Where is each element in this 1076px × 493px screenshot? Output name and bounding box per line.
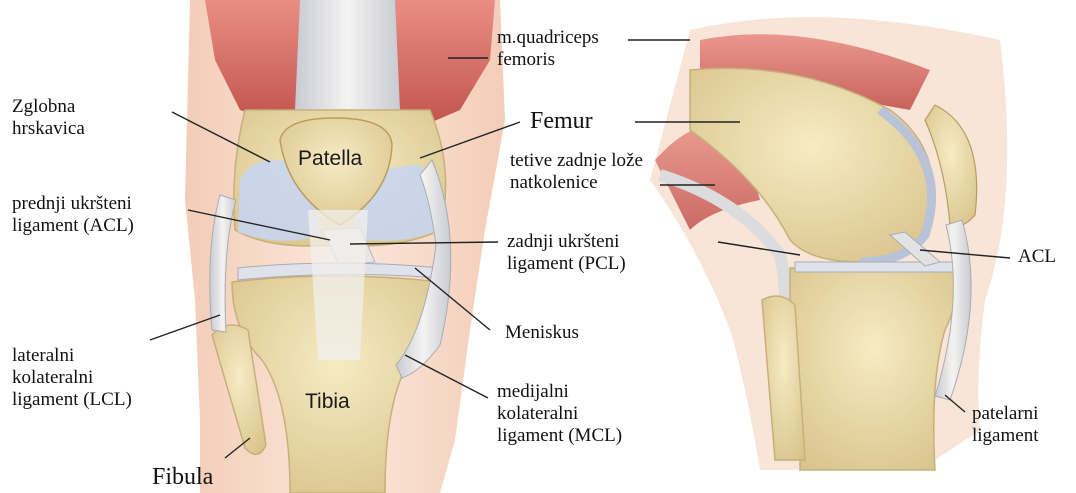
label-mcl-line2: kolateralni [497,403,622,425]
label-hamstring-line2: natkolenice [510,172,643,194]
label-lcl: lateralni kolateralni ligament (LCL) [12,345,132,411]
tibia-label: Tibia [305,390,350,413]
label-mcl-line1: medijalni [497,381,622,403]
side-tibia [790,268,956,470]
label-meniscus: Meniskus [505,322,579,344]
label-pcl: zadnji ukršteni ligament (PCL) [507,231,626,275]
label-lcl-line3: ligament (LCL) [12,389,132,411]
label-femur: Femur [530,108,593,134]
label-cartilage: Zglobna hrskavica [12,96,85,140]
label-lcl-line1: lateralni [12,345,132,367]
label-acl-front-line2: ligament (ACL) [12,215,134,237]
label-femur-text: Femur [530,108,593,134]
label-hamstring-line1: tetive zadnje lože [510,150,643,172]
label-pcl-line1: zadnji ukršteni [507,231,626,253]
front-view: Patella Tibia [185,0,505,493]
label-acl-side: ACL [1018,246,1056,268]
label-cartilage-line1: Zglobna [12,96,85,118]
label-fibula: Fibula [152,464,213,490]
label-patellar-line2: ligament [972,425,1038,447]
label-patellar-line1: patelarni [972,403,1038,425]
label-quadriceps-line2: femoris [497,49,599,71]
label-patellar-ligament: patelarni ligament [972,403,1038,447]
label-mcl: medijalni kolateralni ligament (MCL) [497,381,622,447]
label-pcl-line2: ligament (PCL) [507,253,626,275]
label-lcl-line2: kolateralni [12,367,132,389]
front-patellar-ligament [308,210,368,360]
label-cartilage-line2: hrskavica [12,118,85,140]
label-quadriceps: m.quadriceps femoris [497,27,599,71]
label-mcl-line3: ligament (MCL) [497,425,622,447]
patella-label: Patella [298,147,363,170]
label-acl-front: prednji ukršteni ligament (ACL) [12,193,134,237]
label-acl-front-line1: prednji ukršteni [12,193,134,215]
label-meniscus-text: Meniskus [505,322,579,344]
label-fibula-text: Fibula [152,464,213,490]
label-hamstring-tendons: tetive zadnje lože natkolenice [510,150,643,194]
label-quadriceps-line1: m.quadriceps [497,27,599,49]
label-acl-side-text: ACL [1018,246,1056,268]
